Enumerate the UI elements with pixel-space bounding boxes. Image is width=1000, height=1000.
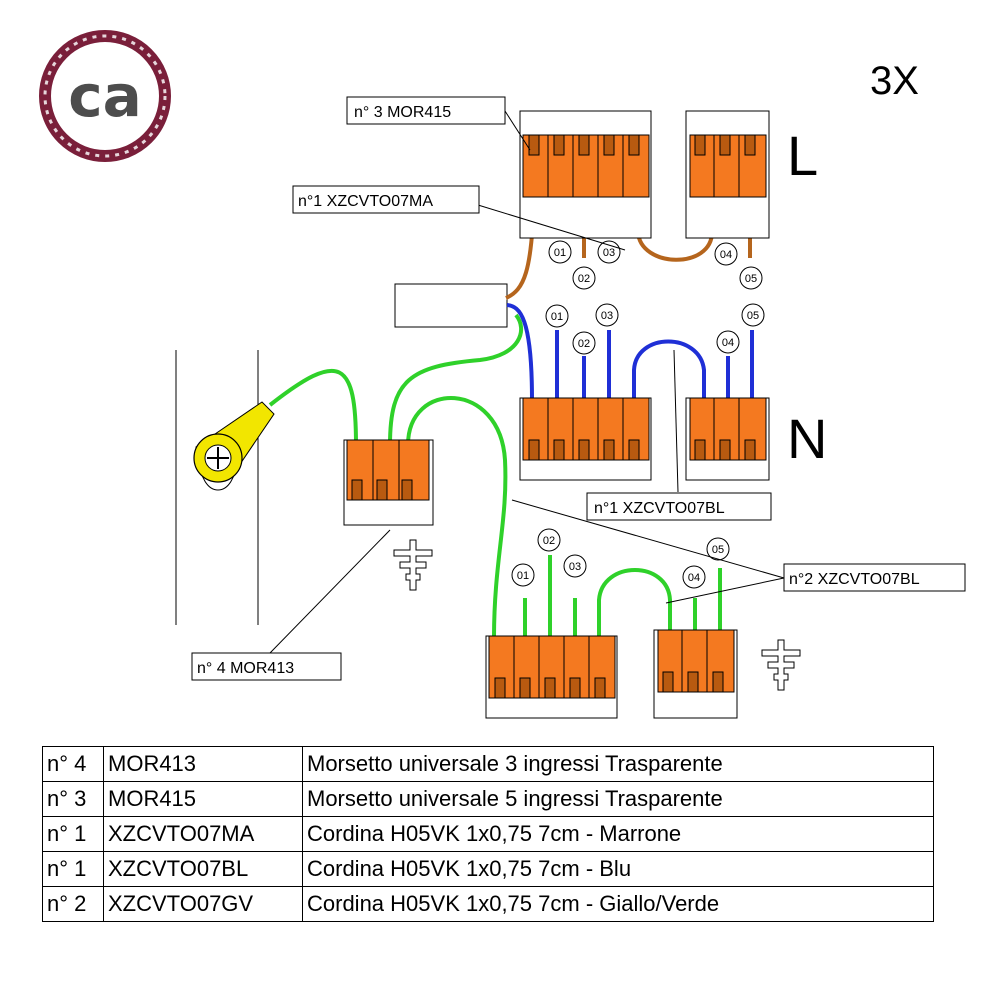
wire-number: 04 <box>688 572 700 584</box>
blue-leads <box>555 330 754 400</box>
wire-number: 02 <box>578 338 590 350</box>
earth-eyelet <box>193 401 275 491</box>
code-cell: MOR413 <box>103 746 303 782</box>
qty-cell: n° 3 <box>42 781 104 817</box>
terminal-live-5way <box>519 110 652 239</box>
description-cell: Morsetto universale 5 ingressi Trasparen… <box>302 781 934 817</box>
wire-number: 02 <box>543 535 555 547</box>
description-cell: Cordina H05VK 1x0,75 7cm - Blu <box>302 851 934 887</box>
earth-symbol-icon <box>761 639 801 691</box>
table-row: n° 1 XZCVTO07BL Cordina H05VK 1x0,75 7cm… <box>42 851 934 887</box>
qty-cell: n° 4 <box>42 746 104 782</box>
wire-number: 03 <box>601 310 613 322</box>
table-row: n° 1 XZCVTO07MA Cordina H05VK 1x0,75 7cm… <box>42 816 934 852</box>
earth-symbol-icon <box>393 539 433 591</box>
wall-plate <box>175 350 259 625</box>
svg-text:n°1 XZCVTO07MA: n°1 XZCVTO07MA <box>298 193 433 210</box>
wiring-diagram: ca 3X L N <box>39 30 966 719</box>
terminal-neutral-5way <box>519 397 652 481</box>
terminal-earth-5way <box>485 635 618 719</box>
qty-cell: n° 1 <box>42 851 104 887</box>
description-cell: Cordina H05VK 1x0,75 7cm - Giallo/Verde <box>302 886 934 922</box>
logo-text: ca <box>68 62 142 130</box>
callout-green-wire: n°2 XZCVTO07BL <box>783 563 966 592</box>
live-label: L <box>787 124 818 187</box>
wire-number: 03 <box>569 561 581 573</box>
callout-brown-wire: n°1 XZCVTO07MA <box>292 185 480 214</box>
table-row: n° 3 MOR415 Morsetto universale 5 ingres… <box>42 781 934 817</box>
callout-blue-wire: n°1 XZCVTO07BL <box>586 492 772 521</box>
wire-number: 01 <box>554 247 566 259</box>
description-cell: Morsetto universale 3 ingressi Trasparen… <box>302 746 934 782</box>
wire-number: 05 <box>745 273 757 285</box>
terminal-earth-3way <box>653 629 738 719</box>
qty-cell: n° 2 <box>42 886 104 922</box>
green-wires <box>268 313 672 639</box>
screw-icon <box>204 444 232 472</box>
code-cell: MOR415 <box>103 781 303 817</box>
code-cell: XZCVTO07GV <box>103 886 303 922</box>
neutral-label: N <box>787 407 827 470</box>
terminal-earth-3way-wall <box>343 439 434 526</box>
code-cell: XZCVTO07BL <box>103 851 303 887</box>
wire-number: 05 <box>712 544 724 556</box>
terminal-neutral-3way <box>685 397 770 481</box>
cable-entry-box <box>394 283 508 328</box>
leader-lines <box>269 110 785 654</box>
svg-text:n°1 XZCVTO07BL: n°1 XZCVTO07BL <box>594 500 725 517</box>
table-row: n° 4 MOR413 Morsetto universale 3 ingres… <box>42 746 934 782</box>
wire-numbers-earth: 01 02 03 04 05 <box>511 528 730 589</box>
wire-number: 01 <box>551 311 563 323</box>
wire-numbers-neutral: 01 02 03 04 05 <box>545 303 765 355</box>
wire-number: 04 <box>722 337 734 349</box>
wire-number: 01 <box>517 570 529 582</box>
code-cell: XZCVTO07MA <box>103 816 303 852</box>
svg-text:n°2 XZCVTO07BL: n°2 XZCVTO07BL <box>789 571 920 588</box>
wire-number: 03 <box>603 247 615 259</box>
callout-mor413: n° 4 MOR413 <box>191 652 342 681</box>
multiplier-label: 3X <box>870 59 919 103</box>
blue-wires <box>506 303 706 401</box>
wire-number: 02 <box>578 273 590 285</box>
table-row: n° 2 XZCVTO07GV Cordina H05VK 1x0,75 7cm… <box>42 886 934 922</box>
wire-number: 04 <box>720 249 732 261</box>
parts-table: n° 4 MOR413 Morsetto universale 3 ingres… <box>42 746 934 922</box>
callout-mor415: n° 3 MOR415 <box>346 96 506 125</box>
terminal-live-3way <box>685 110 770 239</box>
company-logo: ca <box>39 30 171 162</box>
svg-text:n° 3 MOR415: n° 3 MOR415 <box>354 104 451 121</box>
description-cell: Cordina H05VK 1x0,75 7cm - Marrone <box>302 816 934 852</box>
svg-text:n° 4 MOR413: n° 4 MOR413 <box>197 660 294 677</box>
qty-cell: n° 1 <box>42 816 104 852</box>
wire-numbers-live: 01 02 03 04 05 <box>548 240 763 290</box>
wire-number: 05 <box>747 310 759 322</box>
green-leads <box>523 555 722 638</box>
